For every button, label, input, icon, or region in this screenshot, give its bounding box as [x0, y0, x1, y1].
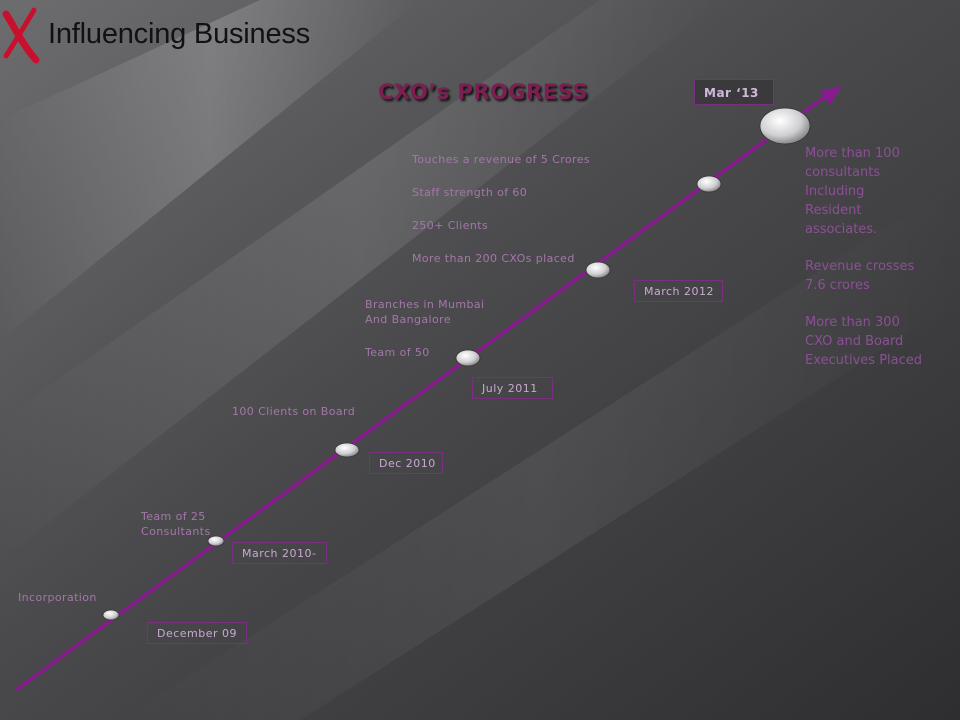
milestone-date: Dec 2010 [369, 452, 443, 474]
note-line: 7.6 crores [805, 278, 870, 293]
timeline-arrowhead [820, 86, 842, 105]
timeline-line [14, 94, 828, 692]
milestone-date: March 2012 [634, 280, 723, 302]
milestone-marker [334, 442, 360, 458]
note-line: Executives Placed [805, 353, 923, 368]
note-line: Branches in Mumbai [365, 298, 485, 311]
milestone-marker [455, 349, 481, 367]
note-gap [805, 295, 955, 313]
milestone-note: Touches a revenue of 5 Crores Staff stre… [412, 152, 590, 266]
note-gap [412, 167, 590, 185]
note-line: Revenue crosses [805, 259, 915, 274]
note-line: Team of 25 [141, 510, 206, 523]
note-line: More than 100 [805, 146, 900, 161]
red-x-swoosh-icon [2, 7, 40, 64]
note-line: Incorporation [18, 591, 97, 604]
note-line: And Bangalore [365, 313, 451, 326]
note-gap [805, 239, 955, 257]
note-line: More than 200 CXOs placed [412, 252, 575, 265]
note-line: 100 Clients on Board [232, 405, 356, 418]
note-line: Resident [805, 203, 862, 218]
milestone-note: More than 100 consultants Including Resi… [805, 144, 955, 370]
milestone-note: Team of 25 Consultants [141, 509, 211, 539]
note-line: 250+ Clients [412, 219, 489, 232]
milestone-marker [102, 609, 120, 621]
milestone-marker [696, 175, 722, 193]
milestone-marker [207, 535, 225, 547]
milestone-note: 100 Clients on Board [232, 404, 355, 419]
note-line: Team of 50 [365, 346, 430, 359]
note-line: CXO and Board [805, 334, 904, 349]
note-line: Consultants [141, 525, 211, 538]
note-line: Staff strength of 60 [412, 186, 528, 199]
milestone-date: Mar ‘13 [694, 79, 774, 105]
note-line: Touches a revenue of 5 Crores [412, 153, 591, 166]
milestone-note: Branches in Mumbai And Bangalore Team of… [365, 297, 484, 360]
note-line: associates. [805, 222, 878, 237]
note-line: Including [805, 184, 865, 199]
note-line: consultants [805, 165, 881, 180]
page-title: CXO’s PROGRESS [378, 80, 588, 104]
milestone-note: Incorporation [18, 590, 97, 605]
milestone-date: July 2011 [472, 377, 553, 399]
note-gap [412, 233, 590, 251]
note-gap [365, 327, 484, 345]
note-line: More than 300 [805, 315, 900, 330]
milestone-date: March 2010- [232, 542, 327, 564]
brand-name: Influencing Business [48, 18, 310, 50]
milestone-marker [585, 261, 611, 279]
milestone-date: December 09 [147, 622, 247, 644]
milestone-marker [759, 107, 811, 145]
note-gap [412, 200, 590, 218]
